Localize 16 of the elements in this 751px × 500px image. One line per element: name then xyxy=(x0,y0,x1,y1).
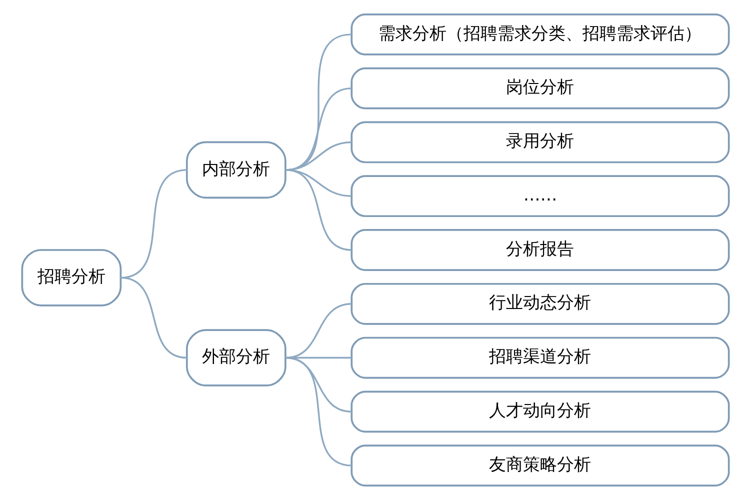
node-box: …… xyxy=(350,175,730,218)
node-box: 内部分析 xyxy=(186,141,286,199)
node-box: 友商策略分析 xyxy=(350,444,730,486)
connector xyxy=(120,169,188,279)
node-box: 行业动态分析 xyxy=(350,282,730,325)
node-box: 人才动向分析 xyxy=(350,390,730,433)
node-box: 外部分析 xyxy=(186,329,286,386)
node-box: 录用分析 xyxy=(350,121,730,164)
node-box: 分析报告 xyxy=(350,229,730,271)
connector xyxy=(285,169,352,251)
node-box: 岗位分析 xyxy=(350,67,730,110)
node-box: 需求分析（招聘需求分类、招聘需求评估） xyxy=(350,14,730,56)
node-box: 招聘渠道分析 xyxy=(350,336,730,379)
connector xyxy=(285,356,352,466)
connector xyxy=(120,276,188,359)
node-box: 招聘分析 xyxy=(21,249,122,306)
